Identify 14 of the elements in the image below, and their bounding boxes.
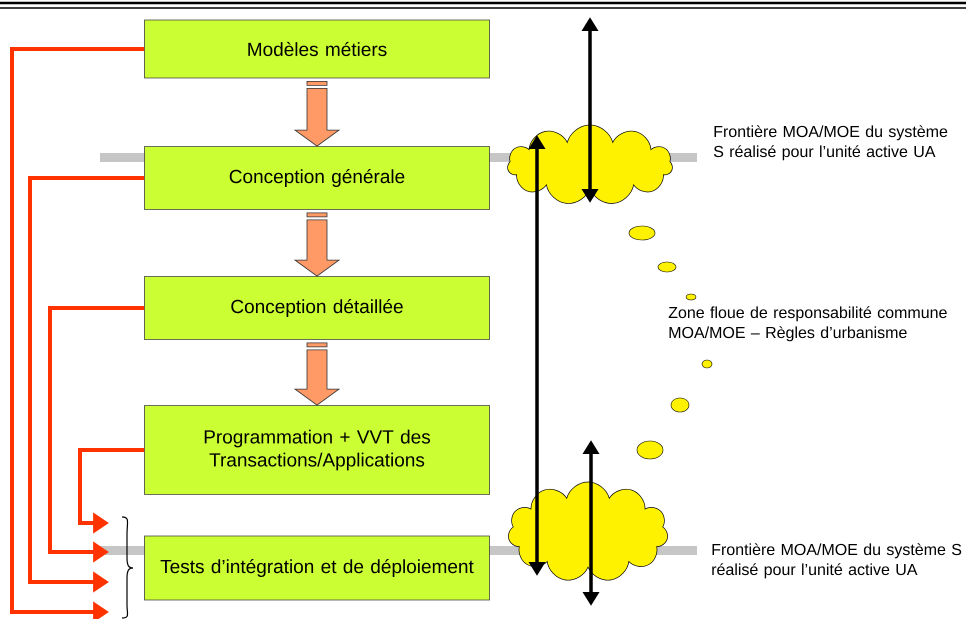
- process-box: Programmation + VVT des Transactions/Applications: [144, 405, 490, 495]
- process-box: Conception générale: [144, 146, 490, 210]
- process-box: Conception détaillée: [144, 276, 490, 340]
- annotation-text: Frontière MOA/MOE du système S réalisé pour l’unité active UA: [712, 543, 962, 578]
- block-arrow: [294, 212, 340, 277]
- block-arrow: [294, 81, 340, 147]
- cloud-shape: [508, 482, 668, 580]
- annotation-text: Frontière MOA/MOE du système S réalisé pour l’unité active UA: [714, 125, 948, 160]
- arrow: [10, 47, 144, 619]
- annotation-text: Zone floue de responsabilité commune MOA/MOE – Règles d’urbanisme: [668, 306, 947, 342]
- cloud-shape: [507, 124, 673, 204]
- process-box: Tests d’intégration et de déploiement: [144, 536, 490, 600]
- block-arrow: [294, 342, 340, 406]
- process-box: Modèles métiers: [144, 20, 490, 78]
